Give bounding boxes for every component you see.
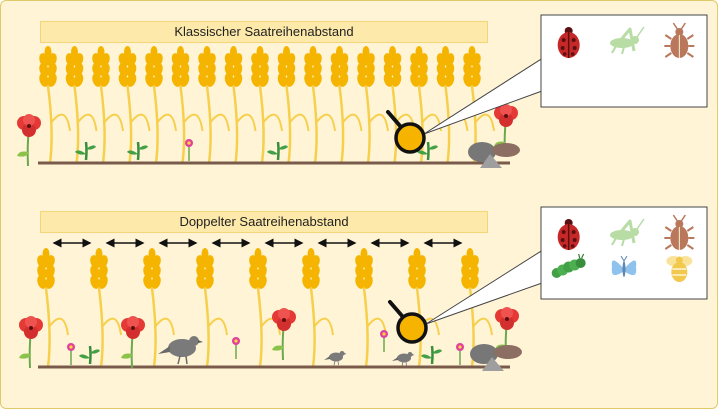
wheat-stalk (152, 85, 159, 164)
wheat-leaf (207, 317, 228, 336)
wheat-leaf (288, 113, 310, 132)
panel-title-classic: Klassischer Saatreihenabstand (40, 21, 488, 43)
wheat-leaf (76, 113, 98, 132)
wheat-leaf (235, 113, 257, 132)
wheat-head-icon (276, 46, 297, 89)
wheat-stalk (150, 287, 157, 368)
wheat-head-icon (141, 248, 163, 291)
field-classic (16, 46, 520, 168)
wheat-head-icon (64, 46, 85, 89)
wheat-leaf (101, 317, 122, 336)
bird-icon (323, 350, 347, 366)
wheat-leaf (154, 317, 175, 336)
wheat-stalk (205, 85, 212, 164)
wheat-head-icon (382, 46, 403, 89)
wheat-stalk (256, 287, 263, 368)
wheat-stalk (97, 287, 104, 368)
wheat-leaf (103, 113, 124, 132)
wheat-stalk (311, 85, 318, 164)
wheat-leaf (472, 317, 493, 336)
wheat-leaf (313, 317, 334, 336)
bird-icon (391, 351, 415, 367)
wheat-head-icon (117, 46, 138, 89)
wheat-stalk (232, 85, 239, 164)
flower-icon (455, 342, 465, 366)
wheat-head-icon (329, 46, 350, 89)
sprout-icon (77, 344, 102, 366)
wheat-head-icon (249, 46, 271, 89)
wheat-head-icon (461, 46, 483, 89)
flower-icon (379, 329, 389, 353)
callout-classic (386, 14, 708, 154)
poppy-icon (16, 113, 42, 167)
poppy-icon (18, 315, 44, 369)
bird-icon (157, 335, 204, 365)
stone-icon (482, 357, 504, 371)
wheat-head-icon (90, 46, 112, 89)
wheat-head-icon (353, 248, 375, 291)
wheat-stalk (338, 85, 345, 164)
wheat-head-icon (35, 248, 57, 291)
panel-title-double: Doppelter Saatreihenabstand (40, 211, 488, 233)
wheat-stalk (203, 287, 210, 368)
wheat-leaf (182, 113, 204, 132)
wheat-leaf (341, 113, 363, 132)
wheat-stalk (73, 85, 80, 164)
wheat-head-icon (300, 248, 322, 291)
flower-icon (231, 336, 241, 360)
wheat-stalk (46, 85, 53, 164)
wheat-head-icon (37, 46, 59, 89)
wheat-head-icon (247, 248, 269, 291)
wheat-head-icon (196, 46, 218, 89)
wheat-stalk (285, 85, 292, 164)
poppy-icon (120, 315, 146, 369)
wheat-leaf (474, 113, 495, 132)
wheat-leaf (368, 113, 389, 132)
wheat-stalk (99, 85, 106, 164)
callout-double (388, 206, 708, 344)
magnifier-icon (386, 110, 426, 154)
wheat-leaf (209, 113, 230, 132)
stone-icon (480, 154, 502, 168)
wheat-head-icon (223, 46, 244, 89)
flower-icon (66, 342, 76, 366)
wheat-head-icon (170, 46, 191, 89)
wheat-head-icon (302, 46, 324, 89)
poppy-icon (271, 307, 297, 361)
wheat-leaf (156, 113, 177, 132)
wheat-leaf (129, 113, 151, 132)
wheat-head-icon (88, 248, 110, 291)
sprout-icon (419, 344, 444, 366)
wheat-leaf (315, 113, 336, 132)
stone-icon (494, 345, 522, 359)
magnifier-icon (388, 300, 428, 344)
wheat-head-icon (194, 248, 216, 291)
wheat-head-icon (406, 248, 428, 291)
wheat-head-icon (143, 46, 165, 89)
sprout-icon (265, 140, 290, 162)
wheat-stalk (126, 85, 133, 164)
wheat-stalk (362, 287, 369, 368)
wheat-stalk (179, 85, 186, 164)
wheat-stalk (309, 287, 316, 368)
wheat-leaf (48, 317, 69, 336)
wheat-stalk (391, 85, 398, 164)
wheat-stalk (44, 287, 51, 368)
wheat-head-icon (459, 248, 481, 291)
wheat-leaf (262, 113, 283, 132)
wheat-leaf (50, 113, 71, 132)
wheat-stalk (444, 85, 451, 164)
wheat-stalk (258, 85, 265, 164)
wheat-stalk (364, 85, 371, 164)
wheat-head-icon (435, 46, 456, 89)
wheat-head-icon (408, 46, 430, 89)
flower-icon (184, 138, 194, 162)
callout-pointer (425, 250, 542, 325)
wheat-head-icon (355, 46, 377, 89)
stone-icon (492, 143, 520, 157)
field-double (18, 238, 522, 371)
